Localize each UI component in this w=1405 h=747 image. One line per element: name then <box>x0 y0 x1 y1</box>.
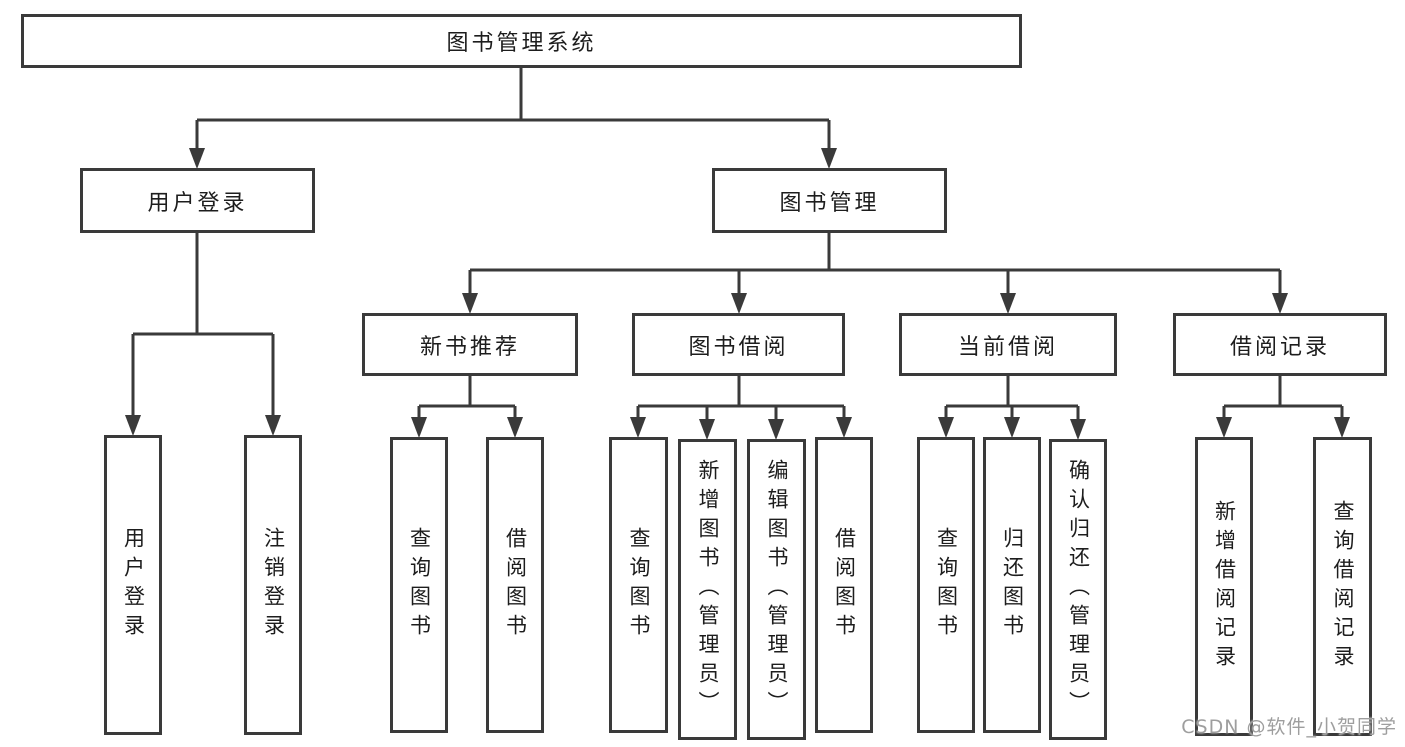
arrowheads <box>125 148 1350 440</box>
leaf-confirm-return-admin: 确认归还（管理员） <box>1049 439 1107 740</box>
leaf-logout: 注销登录 <box>244 435 302 735</box>
leaf-query-books-borrowing: 查询图书 <box>609 437 668 733</box>
leaf-add-borrow-record: 新增借阅记录 <box>1195 437 1253 736</box>
leaf-query-books-current: 查询图书 <box>917 437 975 733</box>
node-book-borrowing: 图书借阅 <box>632 313 845 376</box>
node-borrowing-records: 借阅记录 <box>1173 313 1387 376</box>
node-book-management-module: 图书管理 <box>712 168 947 233</box>
leaf-edit-books-admin: 编辑图书（管理员） <box>747 439 806 740</box>
leaf-user-login: 用户登录 <box>104 435 162 735</box>
leaf-query-books-recommend: 查询图书 <box>390 437 448 733</box>
node-new-book-recommend: 新书推荐 <box>362 313 578 376</box>
leaf-borrow-books-recommend: 借阅图书 <box>486 437 544 733</box>
leaf-borrow-books-borrowing: 借阅图书 <box>815 437 873 733</box>
leaf-add-books-admin: 新增图书（管理员） <box>678 439 737 740</box>
node-library-management-system: 图书管理系统 <box>21 14 1022 68</box>
leaf-query-borrow-record: 查询借阅记录 <box>1313 437 1372 736</box>
csdn-watermark: CSDN @软件_小贺同学 <box>1181 716 1397 738</box>
leaf-return-books: 归还图书 <box>983 437 1041 733</box>
node-current-borrowing: 当前借阅 <box>899 313 1117 376</box>
node-user-login-module: 用户登录 <box>80 168 315 233</box>
